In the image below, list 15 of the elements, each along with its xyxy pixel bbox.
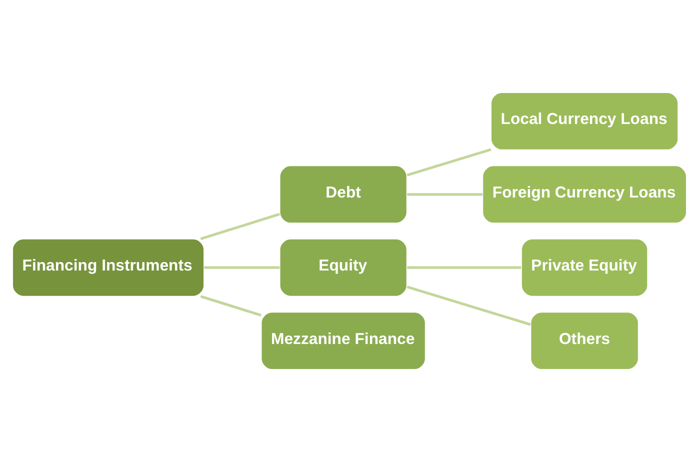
node-box: Financing Instruments — [12, 238, 204, 296]
node-box: Private Equity — [521, 238, 648, 296]
connector — [407, 266, 522, 268]
connector — [407, 192, 483, 196]
node-box: Debt — [279, 164, 408, 223]
connector — [406, 148, 492, 176]
node-box: Mezzanine Finance — [260, 311, 426, 370]
connector — [406, 285, 531, 326]
connector — [204, 266, 280, 268]
node-box: Local Currency Loans — [490, 92, 678, 150]
node-box: Equity — [279, 238, 408, 296]
node-box: Others — [530, 311, 639, 370]
connector — [200, 212, 280, 240]
connector — [200, 294, 262, 316]
node-box: Foreign Currency Loans — [482, 164, 687, 223]
